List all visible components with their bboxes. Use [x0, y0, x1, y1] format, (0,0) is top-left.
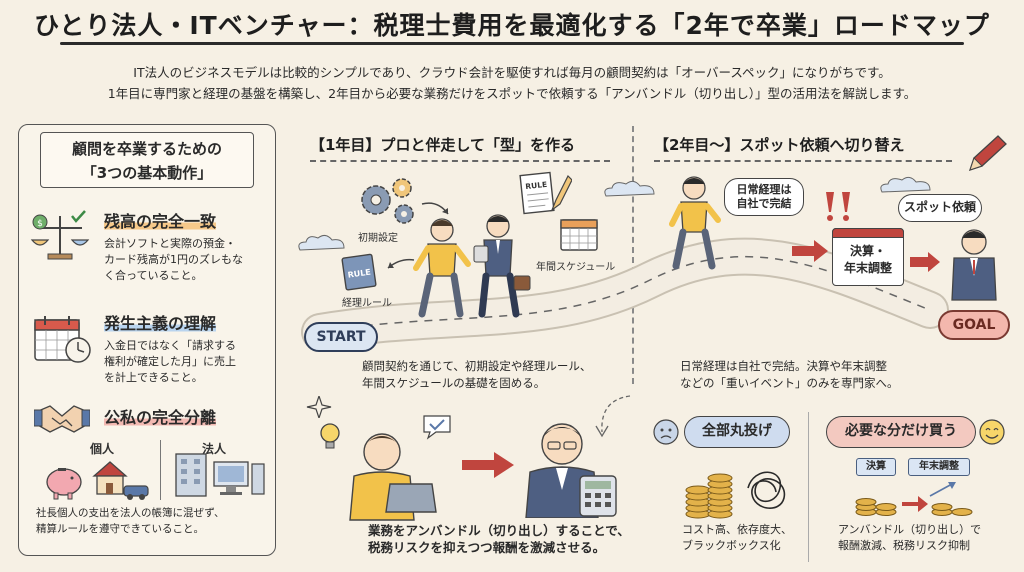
step-2-body-line: を計上できること。: [104, 371, 203, 384]
cloud-icon: [298, 234, 345, 251]
gears-icon: [361, 178, 414, 224]
step-2-head: 発生主義の理解: [104, 314, 217, 333]
year1-caption: 顧問契約を通じて、初期設定や経理ルール、 年間スケジュールの基礎を固める。: [362, 358, 591, 392]
year2-caption-line: 日常経理は自社で完結。決算や年末調整: [680, 359, 887, 373]
schedule-calendar-icon: [560, 219, 598, 251]
year2-caption: 日常経理は自社で完結。決算や年末調整 などの「重いイベント」のみを専門家へ。: [680, 358, 899, 392]
year1-caption-line: 年間スケジュールの基礎を固める。: [362, 376, 546, 390]
daily-accounting-bubble: 日常経理は 自社で完結: [724, 178, 804, 216]
coins-tangle-icon: [685, 471, 785, 519]
step-2-body-line: 入金日ではなく「請求する: [104, 339, 236, 352]
year-divider: [632, 126, 634, 384]
year1-heading: 【1年目】プロと伴走して「型」を作る: [310, 136, 575, 154]
year2-caption-line: などの「重いイベント」のみを専門家へ。: [680, 376, 899, 390]
curved-arrow-icon: [387, 258, 415, 269]
people-walking-illustration: [413, 214, 531, 318]
tax-accountant-illustration: [951, 229, 997, 301]
buy-need-caption-line: アンバンドル（切り出し）で: [838, 523, 982, 536]
small-coins-icon: [855, 482, 973, 516]
buy-need-caption-line: 報酬激減、税務リスク抑制: [838, 539, 970, 552]
label-annual-schedule: 年間スケジュール: [536, 262, 616, 273]
mini-tag-nenmatsu: 年末調整: [908, 458, 970, 476]
balance-scale-icon: $: [30, 210, 90, 260]
rule-book-icon: RULE: [341, 253, 377, 291]
person-laptop-illustration: [349, 433, 437, 521]
cloud-icon: [604, 180, 655, 197]
rule-document-icon: RULE: [519, 171, 572, 215]
step-1-head: 残高の完全一致: [104, 212, 217, 231]
daily-bubble-line: 日常経理は: [736, 183, 792, 196]
buy-what-you-need-tag: 必要な分だけ買う: [826, 416, 976, 448]
year1-underline: [310, 160, 610, 162]
piggy-bank-house-icon: [46, 461, 149, 500]
bottom-left-caption-line: 税務リスクを抑えつつ報酬を激減させる。: [368, 540, 606, 555]
step-3-body: 社長個人の支出を法人の帳簿に混ぜず、 精算ルールを遵守できていること。: [36, 505, 224, 537]
start-marker: START: [304, 322, 378, 352]
calendar-line: 決算・: [849, 244, 886, 258]
calendar-icon: [34, 316, 91, 363]
spot-request-bubble: スポット依頼: [898, 194, 982, 222]
handshake-icon: [34, 405, 90, 433]
building-computer-icon: [175, 453, 265, 497]
all-outsource-caption-line: ブラックボックス化: [682, 539, 781, 552]
panel-title-line-1: 顧問を卒業するための: [71, 140, 222, 158]
daily-bubble-line: 自社で完結: [736, 197, 792, 210]
dashed-arrow-icon: [595, 395, 631, 438]
all-outsource-caption-line: コスト高、依存度大、: [682, 523, 792, 536]
label-initial-setup: 初期設定: [358, 233, 398, 244]
bottom-left-caption-line: 業務をアンバンドル（切り出し）することで、: [368, 523, 630, 538]
all-outsource-tag: 全部丸投げ: [684, 416, 790, 448]
page-title: ひとり法人・ITベンチャー：税理士費用を最適化する「2年で卒業」ロードマップ: [34, 11, 990, 40]
step-1-body-line: く合っていること。: [104, 269, 203, 282]
step-1-body: 会計ソフトと実際の預金・ カード残高が1円のズレもな く合っていること。: [104, 236, 243, 284]
red-arrow-icon: [792, 240, 828, 262]
year2-underline: [654, 160, 952, 162]
corporate-label: 法人: [202, 442, 227, 456]
intro-line-2: 1年目に専門家と経理の基盤を構築し、2年目から必要な業務だけをスポットで依頼する…: [107, 86, 917, 101]
comparison-divider: [808, 412, 809, 562]
step-1-body-line: カード残高が1円のズレもな: [104, 253, 243, 266]
smile-face-icon: [979, 419, 1005, 445]
step-3-body-line: 精算ルールを遵守できていること。: [36, 523, 204, 535]
curved-arrow-icon: [421, 202, 449, 215]
panel-title: 顧問を卒業するための 「3つの基本動作」: [40, 132, 254, 188]
worried-face-icon: [653, 419, 679, 445]
label-accounting-rules: 経理ルール: [342, 298, 392, 309]
separator-line: [160, 440, 161, 500]
all-outsource-caption: コスト高、依存度大、 ブラックボックス化: [682, 522, 792, 554]
intro-line-1: IT法人のビジネスモデルは比較的シンプルであり、クラウド会計を駆使すれば毎月の顧…: [133, 65, 891, 80]
bottom-left-caption: 業務をアンバンドル（切り出し）することで、 税務リスクを抑えつつ報酬を激減させる…: [368, 522, 630, 556]
mini-tag-kessan: 決算: [856, 458, 896, 476]
sparkle-icon: [306, 396, 332, 418]
step-3-body-line: 社長個人の支出を法人の帳簿に混ぜず、: [36, 507, 225, 519]
calendar-line: 年末調整: [843, 261, 892, 275]
rule-doc-text: RULE: [525, 180, 548, 191]
calendar-header: [832, 228, 904, 238]
red-arrow-icon: [910, 252, 940, 272]
step-3-head: 公私の完全分離: [104, 408, 217, 427]
person-walking-illustration: [669, 176, 721, 270]
step-2-body: 入金日ではなく「請求する 権利が確定した月」に売上 を計上できること。: [104, 338, 236, 386]
red-arrow-icon: [462, 452, 514, 478]
personal-label: 個人: [90, 442, 115, 456]
check-bubble-icon: [423, 415, 451, 440]
pencil-icon: [968, 135, 1007, 172]
svg-text:$: $: [37, 219, 43, 229]
lightbulb-icon: [320, 423, 340, 449]
accountant-calculator-illustration: [525, 423, 617, 518]
step-1-body-line: 会計ソフトと実際の預金・: [104, 237, 236, 250]
title-underline: [60, 42, 964, 45]
year2-heading: 【2年目〜】スポット依頼へ切り替え: [654, 136, 905, 154]
goal-marker: GOAL: [938, 310, 1010, 340]
cloud-icon: [880, 176, 931, 193]
exclamation-icon: [826, 192, 850, 221]
panel-title-line-2: 「3つの基本動作」: [81, 164, 213, 182]
step-2-body-line: 権利が確定した月」に売上: [104, 355, 236, 368]
buy-need-caption: アンバンドル（切り出し）で 報酬激減、税務リスク抑制: [838, 522, 981, 554]
year1-caption-line: 顧問契約を通じて、初期設定や経理ルール、: [362, 359, 592, 373]
rule-book-text: RULE: [347, 268, 371, 280]
